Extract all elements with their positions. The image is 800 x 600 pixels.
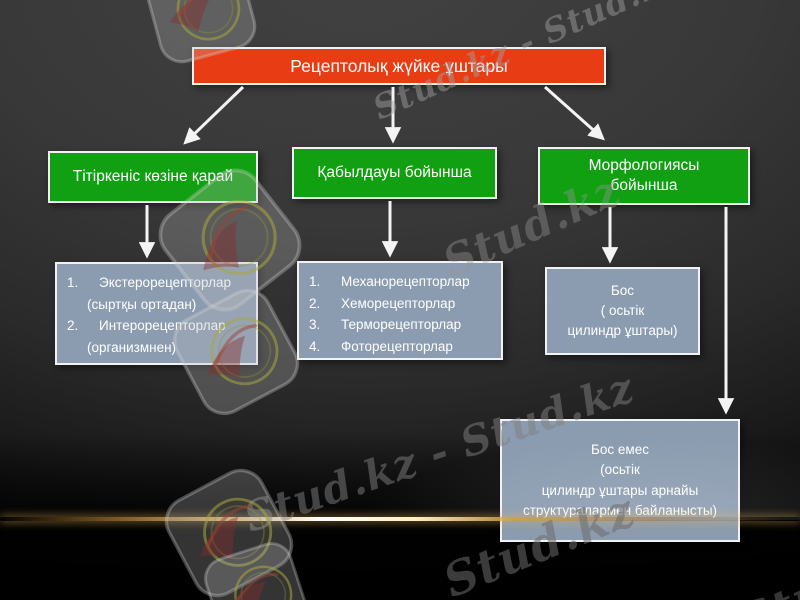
detail-text-line: Бос емес xyxy=(523,440,717,460)
list-item: 1. Механорецепторлар xyxy=(309,271,495,293)
list-item-number: 4. xyxy=(309,338,321,354)
category-label-line2: бойынша xyxy=(610,177,678,194)
detail-text: Бос ( осьтік цилиндр ұштары) xyxy=(567,281,677,342)
numbered-list: 1. Механорецепторлар 2. Хеморецепторлар … xyxy=(299,263,501,357)
detail-text-line: ( осьтік xyxy=(600,302,645,318)
detail-box-nonfree-endings: Бос емес (осьтік цилиндр ұштары арнайы с… xyxy=(500,419,740,542)
title-box-label: Рецептолық жүйке ұштары xyxy=(290,55,508,76)
list-item-number: 2. xyxy=(67,318,79,334)
category-label-line1: Морфологиясы xyxy=(588,156,700,174)
detail-text-line: (осьтік xyxy=(523,460,717,480)
arrow-title-to-stimulus xyxy=(183,85,245,145)
detail-text: Бос емес (осьтік цилиндр ұштары арнайы с… xyxy=(523,440,717,521)
list-item-number: 2. xyxy=(309,295,321,311)
detail-box-free-endings: Бос ( осьтік цилиндр ұштары) xyxy=(545,267,700,355)
list-item-line: (организмнен) xyxy=(87,339,177,355)
list-item-text: Механорецепторлар xyxy=(341,274,470,289)
detail-text-line: цилиндр ұштары арнайы xyxy=(523,481,717,501)
list-item-number: 1. xyxy=(67,275,79,290)
list-item: 3. Терморецепторлар xyxy=(309,314,495,336)
category-label: Морфологиясы бойынша xyxy=(589,156,700,196)
list-item-text: Терморецепторлар xyxy=(341,317,462,333)
list-item-number: 3. xyxy=(309,317,321,333)
light-flare-glow xyxy=(360,438,800,520)
detail-text-line: цилиндр ұштары) xyxy=(567,323,678,339)
category-label: Қабылдауы бойынша xyxy=(317,163,472,181)
list-item: 2. Хеморецепторлар xyxy=(309,293,495,315)
detail-text-line: структуралармен байланысты) xyxy=(523,501,717,521)
arrow-title-to-morphology xyxy=(544,85,605,141)
category-box-morphology: Морфологиясы бойынша xyxy=(538,147,750,205)
light-flare-line xyxy=(0,517,800,521)
list-item-number: 1. xyxy=(309,274,321,289)
detail-box-reception-list: 1. Механорецепторлар 2. Хеморецепторлар … xyxy=(297,261,503,360)
list-item: 4. Фоторецепторлар xyxy=(309,336,495,358)
list-item-text: Хеморецепторлар xyxy=(341,295,456,311)
detail-text-line: Бос xyxy=(610,282,635,298)
list-item-text: Фоторецепторлар xyxy=(341,338,453,354)
